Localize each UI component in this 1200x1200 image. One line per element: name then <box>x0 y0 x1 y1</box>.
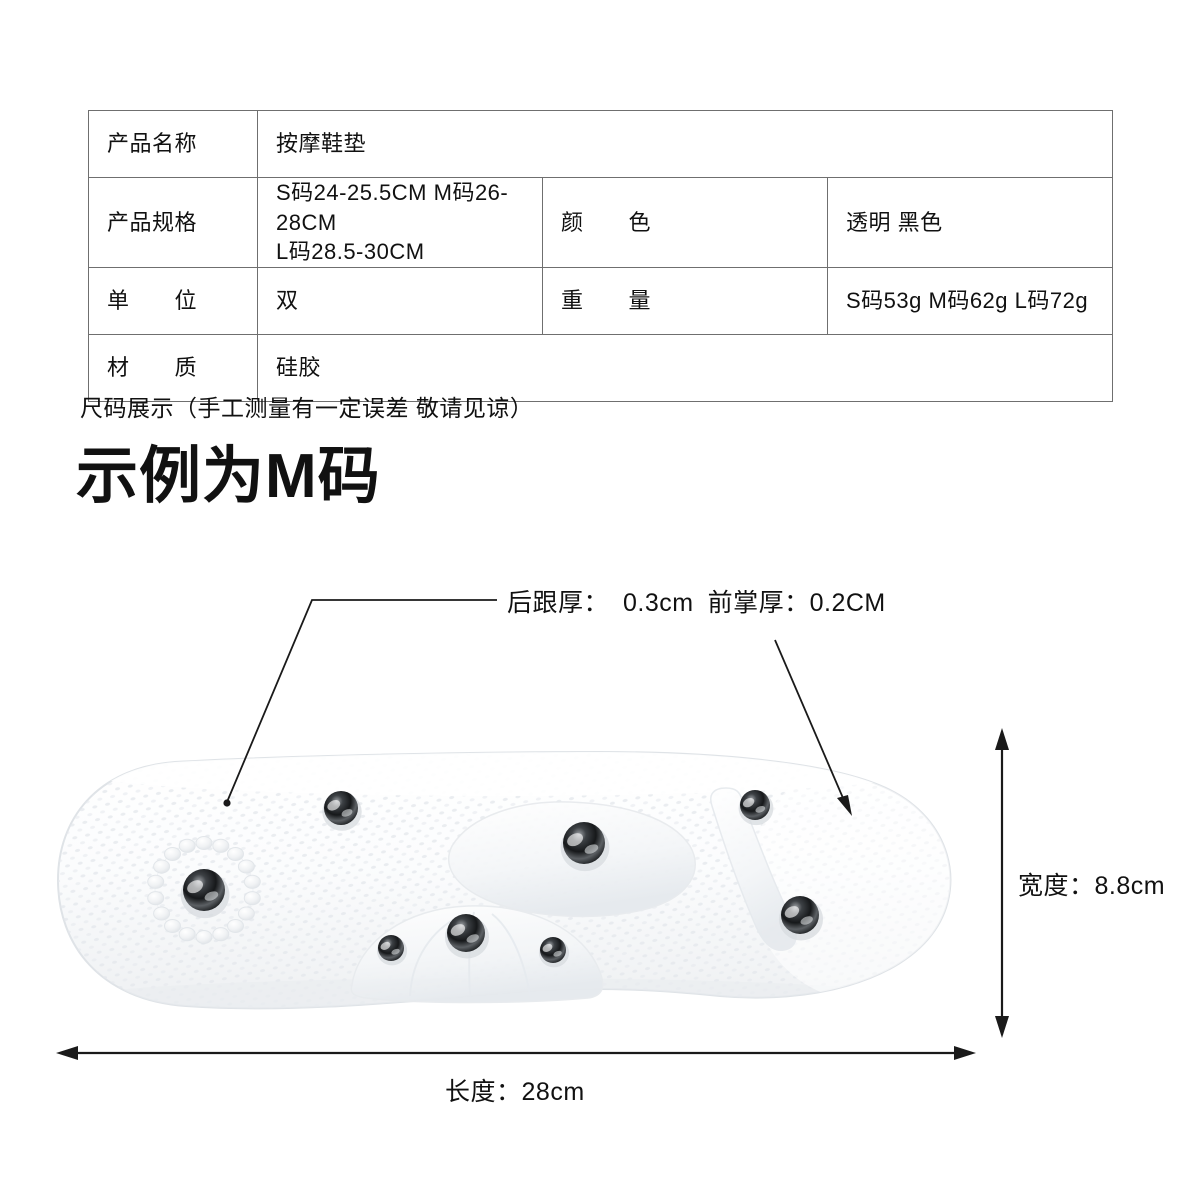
length-arrow-head-left <box>56 1046 78 1060</box>
spec-value-specification: S码24-25.5CM M码26-28CM L码28.5-30CM <box>257 176 543 269</box>
spec-value-unit: 双 <box>257 267 543 336</box>
heel-bump <box>178 927 196 942</box>
spec-value-material: 硅胶 <box>257 334 1113 403</box>
forefoot-thickness-label: 前掌厚： <box>707 589 810 617</box>
spec-label-specification: 产品规格 <box>88 176 258 269</box>
heel-magnet-node <box>180 869 230 919</box>
table-row: 产品规格 S码24-25.5CM M码26-28CM L码28.5-30CM 颜… <box>88 176 1113 269</box>
heel-bump <box>147 891 165 906</box>
width-value: 8.8cm <box>1094 872 1166 900</box>
heel-bump <box>178 838 196 853</box>
width-arrow-head-top <box>995 728 1009 750</box>
heel-bump <box>164 846 181 862</box>
cluster-right-node <box>538 937 570 968</box>
leader-line-heel <box>226 599 497 803</box>
spec-value-color: 透明 黑色 <box>827 176 1113 269</box>
leader-dot-heel <box>223 799 231 807</box>
arch-pad-upper <box>447 801 696 918</box>
heel-bump <box>227 846 244 862</box>
arch-center-node <box>560 822 610 872</box>
table-row: 单 位 双 重 量 S码53g M码62g L码72g <box>88 267 1113 336</box>
forefoot-upper-node <box>738 790 774 826</box>
spec-label-material: 材 质 <box>88 334 258 403</box>
forefoot-rib <box>710 787 797 951</box>
dimension-arrows <box>56 728 1009 1060</box>
product-spec-table: 产品名称 按摩鞋垫 产品规格 S码24-25.5CM M码26-28CM L码2… <box>88 110 1113 403</box>
leader-lines <box>223 599 852 816</box>
width-annotation: 宽度：8.8cm <box>1018 866 1165 902</box>
heel-bump <box>237 859 255 874</box>
spec-label-weight: 重 量 <box>542 267 828 336</box>
pad-ribs <box>409 911 531 999</box>
heel-thickness-label: 后跟厚： <box>507 589 610 617</box>
heel-bump <box>195 929 213 945</box>
forefoot-thickness-value: 0.2CM <box>809 589 886 617</box>
sample-size-heading: 示例为M码 <box>76 442 381 511</box>
heel-bump <box>243 891 261 906</box>
heel-bump <box>212 927 230 942</box>
width-arrow-head-bottom <box>995 1016 1009 1038</box>
heel-bump <box>147 874 165 889</box>
table-row: 材 质 硅胶 <box>88 334 1113 403</box>
heel-bump <box>153 859 171 874</box>
spec-label-color: 颜 色 <box>542 176 828 269</box>
leader-line-forefoot <box>774 639 847 806</box>
spec-label-product-name: 产品名称 <box>88 110 258 178</box>
cluster-left-node <box>376 935 408 966</box>
arch-pad-lower <box>350 905 604 1004</box>
heel-bump <box>212 838 230 853</box>
length-label: 长度： <box>445 1078 522 1106</box>
heel-bump <box>153 906 171 921</box>
magnet-node-group <box>180 790 824 968</box>
heel-bump <box>164 918 181 934</box>
forefoot-lower-node <box>778 896 824 941</box>
heel-bump <box>227 918 244 934</box>
midfoot-upper-left-node <box>322 791 362 831</box>
width-label: 宽度： <box>1018 872 1095 900</box>
insole-illustration <box>56 750 952 1010</box>
spec-value-product-name: 按摩鞋垫 <box>257 110 1113 178</box>
insole-texture <box>58 752 951 1009</box>
length-value: 28cm <box>521 1078 585 1106</box>
heel-bump <box>243 874 261 889</box>
size-display-note: 尺码展示（手工测量有一定误差 敬请见谅） <box>80 395 534 421</box>
cluster-center-node <box>444 914 490 959</box>
heel-thickness-value: 0.3cm <box>623 589 694 617</box>
heel-bump <box>237 906 255 921</box>
heel-bump <box>195 835 213 851</box>
leader-arrowhead-forefoot <box>837 795 852 816</box>
table-row: 产品名称 按摩鞋垫 <box>88 110 1113 178</box>
length-arrow-head-right <box>954 1046 976 1060</box>
spec-value-weight: S码53g M码62g L码72g <box>827 267 1113 336</box>
length-annotation: 长度：28cm <box>445 1072 585 1108</box>
spec-label-unit: 单 位 <box>88 267 258 336</box>
heel-bump-ring <box>147 835 261 945</box>
thickness-annotation: 后跟厚： 0.3cm 前掌厚：0.2CM <box>507 583 886 619</box>
insole-outline <box>56 750 952 1010</box>
